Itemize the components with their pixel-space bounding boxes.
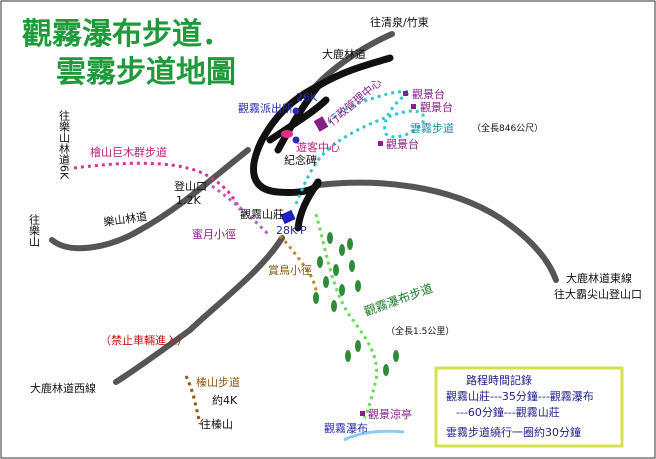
- label-waterfall-length: （全長1.5公里）: [386, 325, 454, 337]
- viewpoint-marker: [378, 141, 383, 146]
- label-to-leshan: 往樂山: [28, 213, 41, 247]
- trail-cypress: [73, 161, 242, 211]
- label-cypress-trail: 檜山巨木群步道: [90, 145, 167, 159]
- label-visitor-center: 遊客中心: [296, 140, 340, 154]
- label-km-28: 28K: [276, 224, 298, 237]
- visitor-center-marker: [281, 130, 293, 138]
- legend-line3: 雲霧步道繞行一圈約30分鐘: [446, 425, 581, 439]
- label-lodge: 觀霧山莊: [240, 208, 284, 221]
- map-title-line2: 雲霧步道地圖: [56, 55, 236, 90]
- label-bird-path: 賞鳥小徑: [268, 263, 312, 277]
- label-yunwu-trail: 雲霧步道: [410, 121, 454, 135]
- road-main: [250, 54, 394, 232]
- label-trailhead-dist: 1.2K: [176, 194, 201, 207]
- label-viewpoint-2: 觀景台: [420, 100, 453, 114]
- tree-icon: [345, 350, 351, 362]
- label-leshan-road: 樂山林道: [102, 209, 148, 229]
- trail-waterfall: [314, 213, 379, 419]
- admin-center-marker: [313, 116, 329, 132]
- tree-icon: [347, 238, 353, 250]
- road-dalu-west: [113, 235, 285, 385]
- trail-yunwu: [294, 90, 426, 205]
- label-km-26: 26K: [296, 91, 318, 104]
- label-honeymoon-path: 蜜月小徑: [192, 227, 236, 241]
- road-leshan: [49, 147, 251, 252]
- tree-icon: [333, 264, 339, 276]
- pavilion-marker: [360, 411, 365, 416]
- lodge-marker: [280, 209, 296, 225]
- tree-icon: [355, 340, 361, 352]
- tree-icon: [327, 232, 333, 244]
- monument-marker: [292, 136, 300, 144]
- legend-line1: 觀霧山莊---35分鐘---觀霧瀑布: [446, 389, 594, 403]
- tree-icon: [339, 244, 345, 256]
- label-viewpoint-3: 觀景台: [386, 137, 419, 151]
- label-no-vehicles: （禁止車輛進入）: [100, 333, 188, 347]
- legend-title: 路程時間記錄: [466, 373, 532, 387]
- viewpoint-marker: [403, 91, 408, 96]
- tree-icon: [339, 284, 345, 296]
- police-station-marker: [292, 107, 300, 115]
- label-yunwu-length: （全長846公尺）: [472, 122, 543, 134]
- label-waterfall: 觀霧瀑布: [324, 422, 368, 435]
- legend-line2: ---60分鐘---觀霧山莊: [456, 405, 560, 419]
- label-dalu-forest-road: 大鹿林道: [322, 47, 366, 61]
- label-to-zhenshan: 往榛山: [200, 417, 233, 431]
- label-zhenshan-dist: 約4K: [212, 393, 238, 407]
- map-title-line1: 觀霧瀑布步道．: [22, 17, 232, 52]
- tree-icon: [393, 350, 399, 362]
- trail-bird: [278, 234, 320, 301]
- label-to-leshan-6k: 往樂山林道6K: [58, 109, 71, 180]
- label-to-dabajian: 往大霸尖山登山口: [554, 287, 642, 301]
- waterfall-water: [343, 429, 405, 442]
- label-pavilion: 觀景涼亭: [368, 407, 412, 421]
- tree-icon: [313, 292, 319, 304]
- label-viewpoint-1: 觀景台: [412, 87, 445, 101]
- label-police-station: 觀霧派出所: [238, 101, 293, 115]
- label-to-qingquan: 往清泉/竹東: [370, 15, 429, 29]
- legend-box: [434, 366, 624, 448]
- label-zhenshan-trail: 榛山步道: [196, 375, 240, 389]
- label-monument: 紀念碑: [284, 153, 317, 167]
- tree-icon: [317, 256, 323, 268]
- tree-icon: [331, 300, 337, 312]
- road-dalu-east: [315, 179, 559, 283]
- tree-icon: [349, 260, 355, 272]
- label-trailhead: 登山口: [174, 179, 207, 193]
- trees: [313, 232, 399, 376]
- label-parking: P: [300, 224, 307, 237]
- tree-icon: [355, 280, 361, 292]
- viewpoint-marker: [411, 104, 416, 109]
- tree-icon: [383, 364, 389, 376]
- label-dalu-east: 大鹿林道東線: [566, 271, 632, 285]
- trail-honeymoon: [211, 184, 270, 236]
- label-dalu-west: 大鹿林道西線: [30, 381, 96, 395]
- tree-icon: [323, 276, 329, 288]
